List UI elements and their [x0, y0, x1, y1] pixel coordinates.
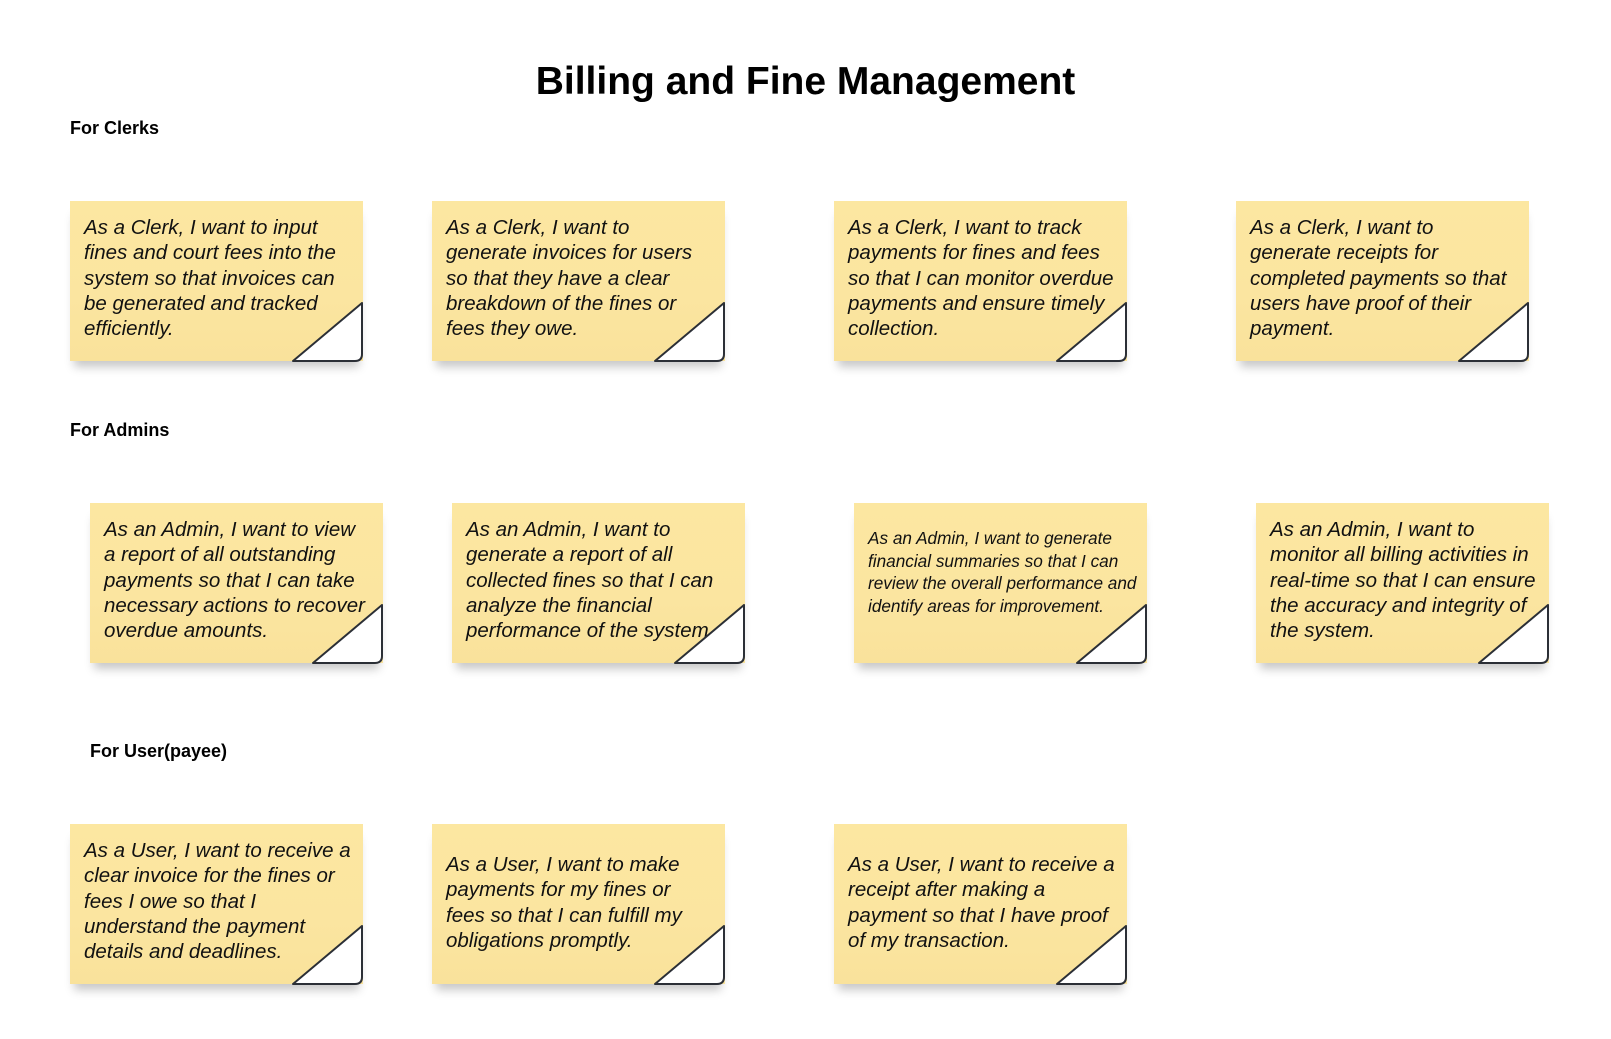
- sticky-note-user-receive-invoice[interactable]: As a User, I want to receive a clear inv…: [70, 824, 363, 985]
- note-text: As a User, I want to receive a receipt a…: [848, 853, 1115, 952]
- sticky-note-clerk-generate-invoices[interactable]: As a Clerk, I want to generate invoices …: [432, 201, 725, 362]
- note-text: As an Admin, I want to generate financia…: [868, 528, 1137, 616]
- note-text: As a Clerk, I want to generate invoices …: [446, 216, 693, 341]
- sticky-note-admin-monitor-billing[interactable]: As an Admin, I want to monitor all billi…: [1256, 503, 1549, 664]
- section-label-admins: For Admins: [70, 420, 170, 440]
- page-curl-icon: [654, 302, 725, 362]
- page-curl-icon: [1458, 302, 1529, 362]
- note-text: As a User, I want to make payments for m…: [446, 853, 682, 952]
- sticky-note-admin-outstanding-report[interactable]: As an Admin, I want to view a report of …: [90, 503, 383, 664]
- note-text: As a Clerk, I want to input fines and co…: [84, 216, 336, 341]
- note-text: As an Admin, I want to generate a report…: [466, 518, 715, 643]
- sticky-note-clerk-input-fines[interactable]: As a Clerk, I want to input fines and co…: [70, 201, 363, 362]
- section-label-clerks: For Clerks: [70, 118, 160, 138]
- page-curl-icon: [1076, 604, 1147, 664]
- note-text: As a User, I want to receive a clear inv…: [84, 839, 351, 964]
- sticky-note-user-receive-receipt[interactable]: As a User, I want to receive a receipt a…: [834, 824, 1127, 985]
- note-text: As an Admin, I want to view a report of …: [104, 518, 365, 643]
- note-text: As a Clerk, I want to generate receipts …: [1250, 216, 1507, 341]
- page-curl-icon: [1056, 925, 1127, 985]
- page-curl-icon: [1478, 604, 1549, 664]
- page-curl-icon: [654, 925, 725, 985]
- page-curl-icon: [674, 604, 745, 664]
- note-text: As a Clerk, I want to track payments for…: [848, 216, 1114, 341]
- section-label-users: For User(payee): [90, 741, 228, 761]
- sticky-note-admin-collected-fines-report[interactable]: As an Admin, I want to generate a report…: [452, 503, 745, 664]
- sticky-note-clerk-track-payments[interactable]: As a Clerk, I want to track payments for…: [834, 201, 1127, 362]
- sticky-note-clerk-generate-receipts[interactable]: As a Clerk, I want to generate receipts …: [1236, 201, 1529, 362]
- sticky-note-admin-financial-summaries[interactable]: As an Admin, I want to generate financia…: [854, 503, 1147, 664]
- page-curl-icon: [292, 925, 363, 985]
- note-text: As an Admin, I want to monitor all billi…: [1270, 518, 1536, 643]
- page-title: Billing and Fine Management: [535, 60, 1076, 103]
- page-curl-icon: [312, 604, 383, 664]
- sticky-note-user-make-payments[interactable]: As a User, I want to make payments for m…: [432, 824, 725, 985]
- page-curl-icon: [292, 302, 363, 362]
- page-curl-icon: [1056, 302, 1127, 362]
